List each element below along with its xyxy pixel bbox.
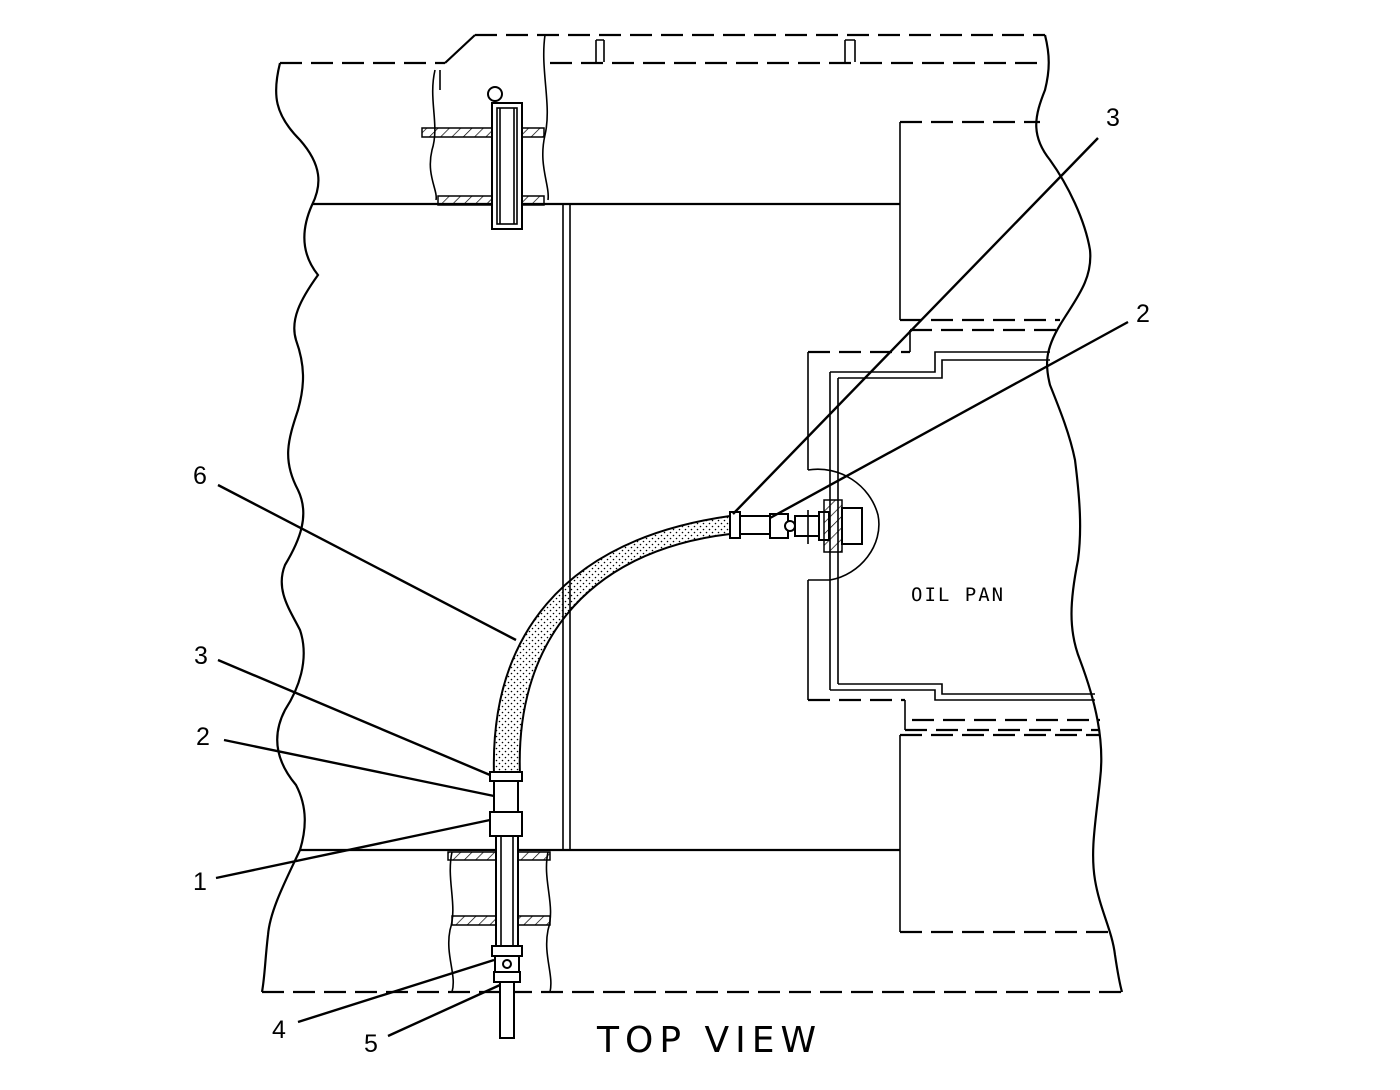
callout-3-left: 3 [194, 642, 208, 670]
callout-2-left: 2 [196, 723, 210, 751]
callout-6: 6 [193, 462, 207, 490]
view-title: TOP VIEW [596, 1020, 822, 1061]
leader-lines [215, 137, 1129, 1038]
drain-valve [491, 945, 523, 1039]
callout-3-top: 3 [1106, 104, 1120, 132]
top-stud-assembly [421, 86, 545, 230]
pan-fittings [729, 499, 863, 553]
callout-4: 4 [272, 1016, 286, 1044]
callout-1: 1 [193, 868, 207, 896]
oil-pan-label: OIL PAN [911, 584, 1005, 606]
engine-block-outline [260, 33, 1124, 994]
valve-fittings [489, 771, 523, 837]
bottom-stem-assembly [447, 835, 551, 947]
callout-2-top: 2 [1136, 300, 1150, 328]
callout-5: 5 [364, 1030, 378, 1058]
drain-hose [492, 514, 731, 776]
